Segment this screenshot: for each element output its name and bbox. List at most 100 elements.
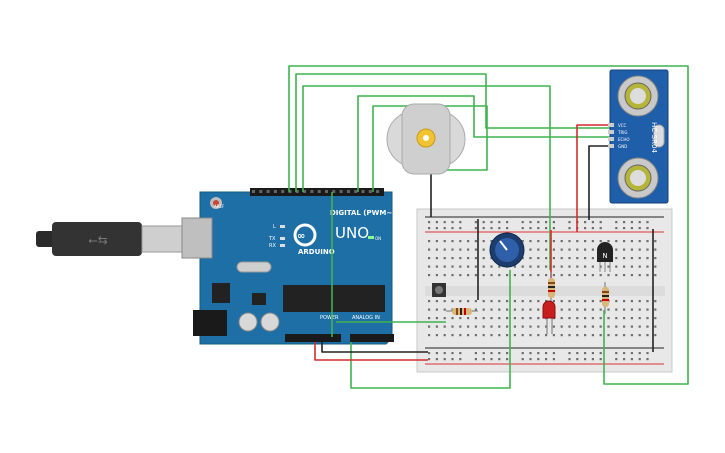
breadboard-hole xyxy=(623,265,626,268)
breadboard-hole xyxy=(506,352,509,355)
digital-label: DIGITAL (PWM~) xyxy=(330,209,395,217)
breadboard-hole xyxy=(584,240,587,243)
breadboard-hole xyxy=(560,257,563,260)
breadboard-hole xyxy=(638,334,641,337)
breadboard-hole xyxy=(545,248,548,251)
breadboard-hole xyxy=(545,221,548,224)
breadboard-hole xyxy=(568,308,571,311)
breadboard-hole xyxy=(638,274,641,277)
breadboard-hole xyxy=(599,240,602,243)
breadboard-hole xyxy=(435,308,438,311)
breadboard-hole xyxy=(474,227,477,230)
wire-green-1 xyxy=(288,65,689,385)
aref-label: AREF xyxy=(214,204,225,209)
sensor-pin[interactable] xyxy=(608,130,614,134)
breadboard-hole xyxy=(584,352,587,355)
arduino-uno-board[interactable]: AREF DIGITAL (PWM~) ∞ ARDUINO UNO L TX R… xyxy=(181,188,395,345)
breadboard-hole xyxy=(482,265,485,268)
breadboard-hole xyxy=(482,248,485,251)
digital-pin xyxy=(361,190,365,193)
led-lens xyxy=(542,300,556,319)
breadboard-hole xyxy=(591,334,594,337)
breadboard-hole xyxy=(451,358,454,361)
breadboard-hole xyxy=(537,300,540,303)
breadboard-hole xyxy=(654,334,657,337)
breadboard[interactable] xyxy=(416,208,673,373)
breadboard-hole xyxy=(482,352,485,355)
breadboard-hole xyxy=(560,300,563,303)
potentiometer[interactable] xyxy=(489,232,525,268)
breadboard-hole xyxy=(529,308,532,311)
analog-header[interactable] xyxy=(350,334,394,342)
breadboard-hole xyxy=(638,300,641,303)
breadboard-hole xyxy=(545,300,548,303)
capacitor-1 xyxy=(238,312,258,332)
breadboard-hole xyxy=(646,221,649,224)
capacitor-2 xyxy=(260,312,280,332)
breadboard-hole xyxy=(646,308,649,311)
digital-pin xyxy=(376,190,380,193)
red-led[interactable] xyxy=(542,300,556,334)
breadboard-hole xyxy=(615,317,618,320)
breadboard-hole xyxy=(474,240,477,243)
digital-pin xyxy=(259,190,263,193)
breadboard-hole xyxy=(552,240,555,243)
breadboard-hole xyxy=(513,334,516,337)
breadboard-hole xyxy=(599,334,602,337)
breadboard-hole xyxy=(568,227,571,230)
breadboard-hole xyxy=(599,325,602,328)
breadboard-hole xyxy=(459,227,462,230)
resistor-led[interactable] xyxy=(548,272,555,304)
usb-plug-body xyxy=(52,222,142,256)
npn-transistor[interactable]: N xyxy=(597,242,613,272)
resistor-horizontal[interactable] xyxy=(446,308,478,315)
breadboard-hole xyxy=(552,274,555,277)
breadboard-hole xyxy=(506,300,509,303)
breadboard-hole xyxy=(490,227,493,230)
breadboard-hole xyxy=(474,325,477,328)
breadboard-hole xyxy=(451,227,454,230)
digital-pin xyxy=(354,190,358,193)
breadboard-hole xyxy=(428,352,431,355)
breadboard-hole xyxy=(521,317,524,320)
breadboard-hole xyxy=(591,325,594,328)
breadboard-hole xyxy=(537,240,540,243)
breadboard-hole xyxy=(435,274,438,277)
sensor-pin-label: VCC xyxy=(618,123,627,128)
breadboard-hole xyxy=(646,240,649,243)
breadboard-hole xyxy=(599,221,602,224)
breadboard-hole xyxy=(607,265,610,268)
breadboard-hole xyxy=(630,325,633,328)
resistor-transistor[interactable] xyxy=(602,282,609,314)
breadboard-hole xyxy=(623,240,626,243)
breadboard-hole xyxy=(529,274,532,277)
wire-green-2 xyxy=(295,73,610,192)
breadboard-hole xyxy=(646,300,649,303)
sensor-pin[interactable] xyxy=(608,144,614,148)
breadboard-hole xyxy=(545,274,548,277)
digital-header[interactable] xyxy=(250,188,384,196)
breadboard-hole xyxy=(630,257,633,260)
breadboard-hole xyxy=(474,274,477,277)
breadboard-hole xyxy=(615,358,618,361)
breadboard-hole xyxy=(443,352,446,355)
breadboard-hole xyxy=(435,240,438,243)
breadboard-hole xyxy=(529,334,532,337)
push-button[interactable] xyxy=(432,283,446,297)
sensor-pin[interactable] xyxy=(608,123,614,127)
breadboard-hole xyxy=(498,227,501,230)
breadboard-hole xyxy=(599,358,602,361)
breadboard-hole xyxy=(638,257,641,260)
breadboard-hole xyxy=(545,227,548,230)
breadboard-hole xyxy=(498,352,501,355)
breadboard-hole xyxy=(630,221,633,224)
breadboard-hole xyxy=(498,221,501,224)
breadboard-hole xyxy=(443,317,446,320)
power-header[interactable] xyxy=(285,334,341,342)
breadboard-hole xyxy=(451,257,454,260)
dc-motor[interactable] xyxy=(386,103,466,175)
digital-pin xyxy=(252,190,255,193)
breadboard-hole xyxy=(435,358,438,361)
sensor-pin[interactable] xyxy=(608,137,614,141)
